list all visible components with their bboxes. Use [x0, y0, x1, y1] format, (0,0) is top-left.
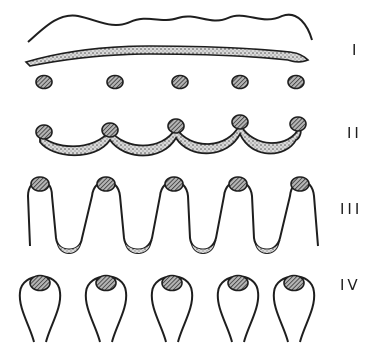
- stage-2-group: II: [36, 115, 362, 156]
- stage-4-nodule: [30, 276, 50, 291]
- stage-3-nodule: [97, 177, 115, 191]
- stage-1-group: I: [26, 15, 359, 89]
- stage-4-nodules: [30, 276, 304, 291]
- stage-2-nodule: [102, 123, 118, 137]
- stage-3-nodule: [291, 177, 309, 191]
- stage-3-stippled-troughs: [56, 240, 280, 254]
- stage-3-nodule: [31, 177, 49, 191]
- stage-1-nodule: [288, 76, 304, 89]
- stage-3-group: III: [28, 177, 362, 254]
- stage-1-nodule: [172, 76, 188, 89]
- stage-2-nodule: [168, 119, 184, 133]
- stage-1-nodules: [36, 76, 304, 89]
- stage-3-nodule: [229, 177, 247, 191]
- stage-2-nodule: [232, 115, 248, 129]
- stage-1-nodule: [36, 76, 52, 89]
- stage-1-upper-wavy-layer: [28, 15, 312, 42]
- stage-4-nodule: [162, 276, 182, 291]
- stage-1-nodule: [232, 76, 248, 89]
- stage-4-nodule: [228, 276, 248, 291]
- stage-4-nodule: [284, 276, 304, 291]
- stage-1-label: I: [352, 41, 359, 59]
- stage-2-nodule: [290, 117, 306, 131]
- stage-3-label: III: [340, 200, 362, 218]
- stage-4-nodule: [96, 276, 116, 291]
- stage-4-label: IV: [340, 276, 361, 294]
- stage-2-nodule: [36, 125, 52, 139]
- stage-3-nodules: [31, 177, 309, 191]
- stage-3-nodule: [165, 177, 183, 191]
- stage-1-stippled-epithelium: [26, 46, 308, 66]
- stage-2-label: II: [347, 124, 362, 142]
- stage-1-nodule: [107, 76, 123, 89]
